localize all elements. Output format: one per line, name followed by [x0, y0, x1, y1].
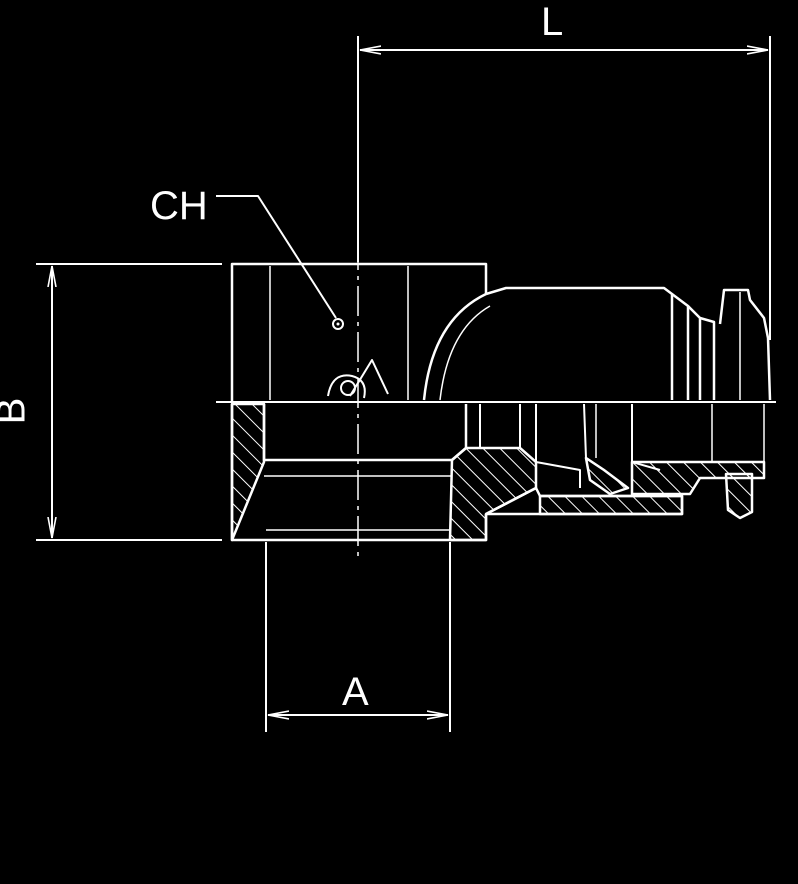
hex-body-upper — [230, 262, 491, 402]
dimension-label-A: A — [342, 670, 369, 714]
dimension-label-L: L — [541, 0, 564, 44]
seal-detail — [327, 359, 389, 399]
dimension-B — [36, 263, 222, 541]
dimension-L — [357, 36, 771, 340]
tube-elbow-upper — [485, 286, 772, 401]
dimension-A — [265, 542, 451, 732]
ch-leader — [216, 195, 344, 330]
dimension-label-CH: CH — [150, 184, 208, 228]
dimension-label-B: B — [0, 398, 33, 425]
section-lower — [230, 402, 766, 542]
